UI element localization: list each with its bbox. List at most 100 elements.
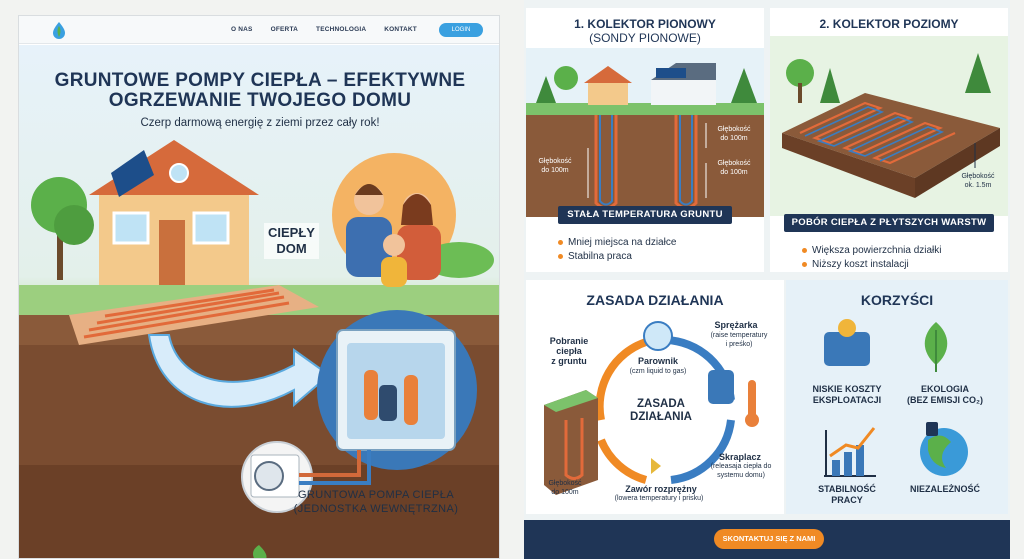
intake-label: Pobranie ciepła z gruntu (540, 336, 598, 366)
cycle-center-label: ZASADA DZIAŁANIA (626, 398, 696, 424)
login-button[interactable]: LOGIN (439, 23, 483, 37)
depth-label-right-bottom-line2: do 100m (720, 168, 748, 176)
vertical-banner: STAŁA TEMPERATURA GRUNTU (558, 206, 732, 224)
heat-cycle-diagram (544, 321, 759, 495)
evaporator-note: (czm liquid to gas) (629, 368, 687, 375)
horizontal-collector-title: 2. KOLEKTOR POZIOMY (819, 17, 959, 31)
principle-title: ZASADA DZIAŁANIA (586, 292, 724, 308)
intake-line3: z gruntu (551, 356, 587, 366)
depth-label-right-bottom-line1: Głębokość (717, 160, 751, 167)
depth-label-left-line2: do 100m (541, 166, 569, 174)
condenser-label: Skraplacz (718, 452, 762, 462)
benefit-low-costs: NISKIE KOSZTY EKSPLOATACJI (792, 384, 902, 406)
evaporator-icon (643, 321, 673, 351)
benefits-card: KORZYŚCI (786, 280, 1008, 514)
benefit-ecology-line1: EKOLOGIA (920, 384, 969, 394)
hero-title-line2: OGRZEWANIE TWOJEGO DOMU (108, 90, 412, 111)
horizontal-bullets: Większa powierzchnia działki Niższy kosz… (800, 244, 942, 272)
benefits-icons (824, 319, 968, 477)
condenser-note: (releasaja ciepła do systemu domu) (702, 463, 780, 480)
ground-coil-illustration (69, 285, 319, 345)
vertical-collector-title: 1. KOLEKTOR PIONOWY (SONDY PIONOWE) (526, 17, 764, 45)
nav-link-technology[interactable]: TECHNOLOGIA (316, 26, 367, 33)
hero-title: GRUNTOWE POMPY CIEPŁA – EFEKTYWNE OGRZEW… (19, 70, 499, 111)
nav-links: O NAS OFERTA TECHNOLOGIA KONTAKT (231, 26, 417, 33)
hero-title-line1: GRUNTOWE POMPY CIEPŁA – EFEKTYWNE (54, 70, 466, 91)
vertical-bullets: Mniej miejsca na działce Stabilna praca (556, 236, 676, 264)
unit-label-line2: (JEDNOSTKA WEWNĘTRZNA) (293, 503, 459, 515)
wallet-coin-icon (824, 319, 870, 366)
nav-link-contact[interactable]: KONTAKT (384, 26, 417, 33)
expansion-valve-icon (651, 458, 661, 474)
globe-plug-icon (920, 422, 968, 476)
nav-link-offer[interactable]: OFERTA (270, 26, 299, 33)
warm-house-label: CIEPŁY DOM (264, 223, 319, 259)
benefit-low-costs-line2: EKSPLOATACJI (812, 395, 882, 405)
vertical-bullet-1: Mniej miejsca na działce (556, 236, 676, 250)
tree-icon (965, 53, 991, 93)
vertical-collector-card: 1. KOLEKTOR PIONOWY (SONDY PIONOWE) (526, 8, 764, 272)
benefit-independence-line1: NIEZALEŻNOŚĆ (909, 484, 980, 494)
leaf-icon (924, 322, 948, 372)
depth-label-right-top-line2: do 100m (720, 134, 748, 142)
compressor-label: Sprężarka (714, 320, 758, 330)
compressor-note: (raise temperatury i preśko) (702, 332, 776, 349)
depth-label-left-line1: Głębokość (538, 158, 572, 165)
valve-note: (lowera temperatury i prisku) (614, 495, 704, 502)
principle-depth-line1: Głębokość (548, 480, 582, 487)
contact-us-button[interactable]: SKONTAKTUJ SIĘ Z NAMI (714, 529, 824, 549)
principle-depth-label: Głębokość do 100m (540, 480, 590, 497)
condenser-note-line1: (releasaja ciepła do (710, 463, 772, 470)
hero-section: GRUNTOWE POMPY CIEPŁA – EFEKTYWNE OGRZEW… (19, 45, 499, 558)
tree-icon (786, 59, 814, 87)
horizontal-depth-line2: ok. 1.5m (964, 181, 992, 189)
growth-chart-icon (824, 427, 876, 477)
horizontal-collector-illustration (770, 36, 1008, 216)
heat-pump-unit-label: GRUNTOWA POMPA CIEPŁA (JEDNOSTKA WEWNĘTR… (19, 488, 499, 516)
benefit-stability-line2: PRACY (831, 495, 863, 505)
warm-house-line2: DOM (276, 241, 307, 256)
benefit-ecology-line2: (BEZ EMISJI CO₂) (906, 395, 983, 405)
benefit-independence: NIEZALEŻNOŚĆ (890, 484, 1000, 495)
footer-bar: SKONTAKTUJ SIĘ Z NAMI (524, 520, 1010, 559)
tree-icon (31, 177, 94, 280)
hero-illustration (19, 140, 499, 558)
thermometer-icon (748, 380, 756, 420)
vertical-collector-illustration (526, 48, 764, 217)
horizontal-collector-card: 2. KOLEKTOR POZIOMY Głębokość ok. 1.5m P… (770, 8, 1008, 272)
house-icon (89, 140, 259, 285)
cycle-center-line2: DZIAŁANIA (630, 411, 692, 423)
house-icon (584, 63, 716, 105)
hero-subtitle: Czerp darmową energię z ziemi przez cały… (140, 117, 380, 129)
infographic-page: 1. KOLEKTOR PIONOWY (SONDY PIONOWE) (524, 0, 1010, 559)
benefit-stability-line1: STABILNOŚĆ (818, 484, 876, 494)
ground-probe-icon (544, 390, 598, 495)
depth-label-left: Głębokość do 100m (532, 158, 578, 175)
landing-page: O NAS OFERTA TECHNOLOGIA KONTAKT LOGIN (18, 15, 500, 559)
vertical-title-line1: 1. KOLEKTOR PIONOWY (574, 17, 716, 31)
top-nav: O NAS OFERTA TECHNOLOGIA KONTAKT LOGIN (19, 16, 499, 44)
depth-label-right-top: Głębokość do 100m (710, 126, 758, 143)
compressor-icon (708, 370, 734, 404)
benefit-low-costs-line1: NISKIE KOSZTY (812, 384, 882, 394)
evaporator-label: Parownik (637, 356, 678, 366)
tree-icon (536, 76, 556, 103)
cycle-center-line1: ZASADA (637, 398, 685, 410)
intake-line1: Pobranie (549, 336, 589, 346)
condenser-note-line2: systemu domu) (717, 471, 765, 479)
family-illustration (346, 184, 441, 287)
depth-label-right-top-line1: Głębokość (717, 126, 751, 133)
leaf-drop-logo-icon (53, 22, 65, 39)
vertical-title-line2: (SONDY PIONOWE) (589, 31, 701, 45)
valve-label: Zawór rozprężny (625, 484, 697, 494)
warm-house-line1: CIEPŁY (268, 225, 315, 240)
compressor-note-line2: i preśko) (725, 340, 753, 348)
unit-label-line1: GRUNTOWA POMPA CIEPŁA (297, 489, 455, 501)
nav-link-about[interactable]: O NAS (231, 26, 253, 33)
principle-depth-line2: do 100m (551, 488, 579, 496)
benefit-ecology: EKOLOGIA (BEZ EMISJI CO₂) (890, 384, 1000, 406)
horizontal-bullet-2: Niższy koszt instalacji (800, 258, 942, 272)
horizontal-depth-label: Głębokość ok. 1.5m (950, 173, 1006, 190)
horizontal-banner: POBÓR CIEPŁA Z PŁYTSZYCH WARSTW (784, 214, 994, 232)
depth-label-right-bottom: Głębokość do 100m (710, 160, 758, 177)
